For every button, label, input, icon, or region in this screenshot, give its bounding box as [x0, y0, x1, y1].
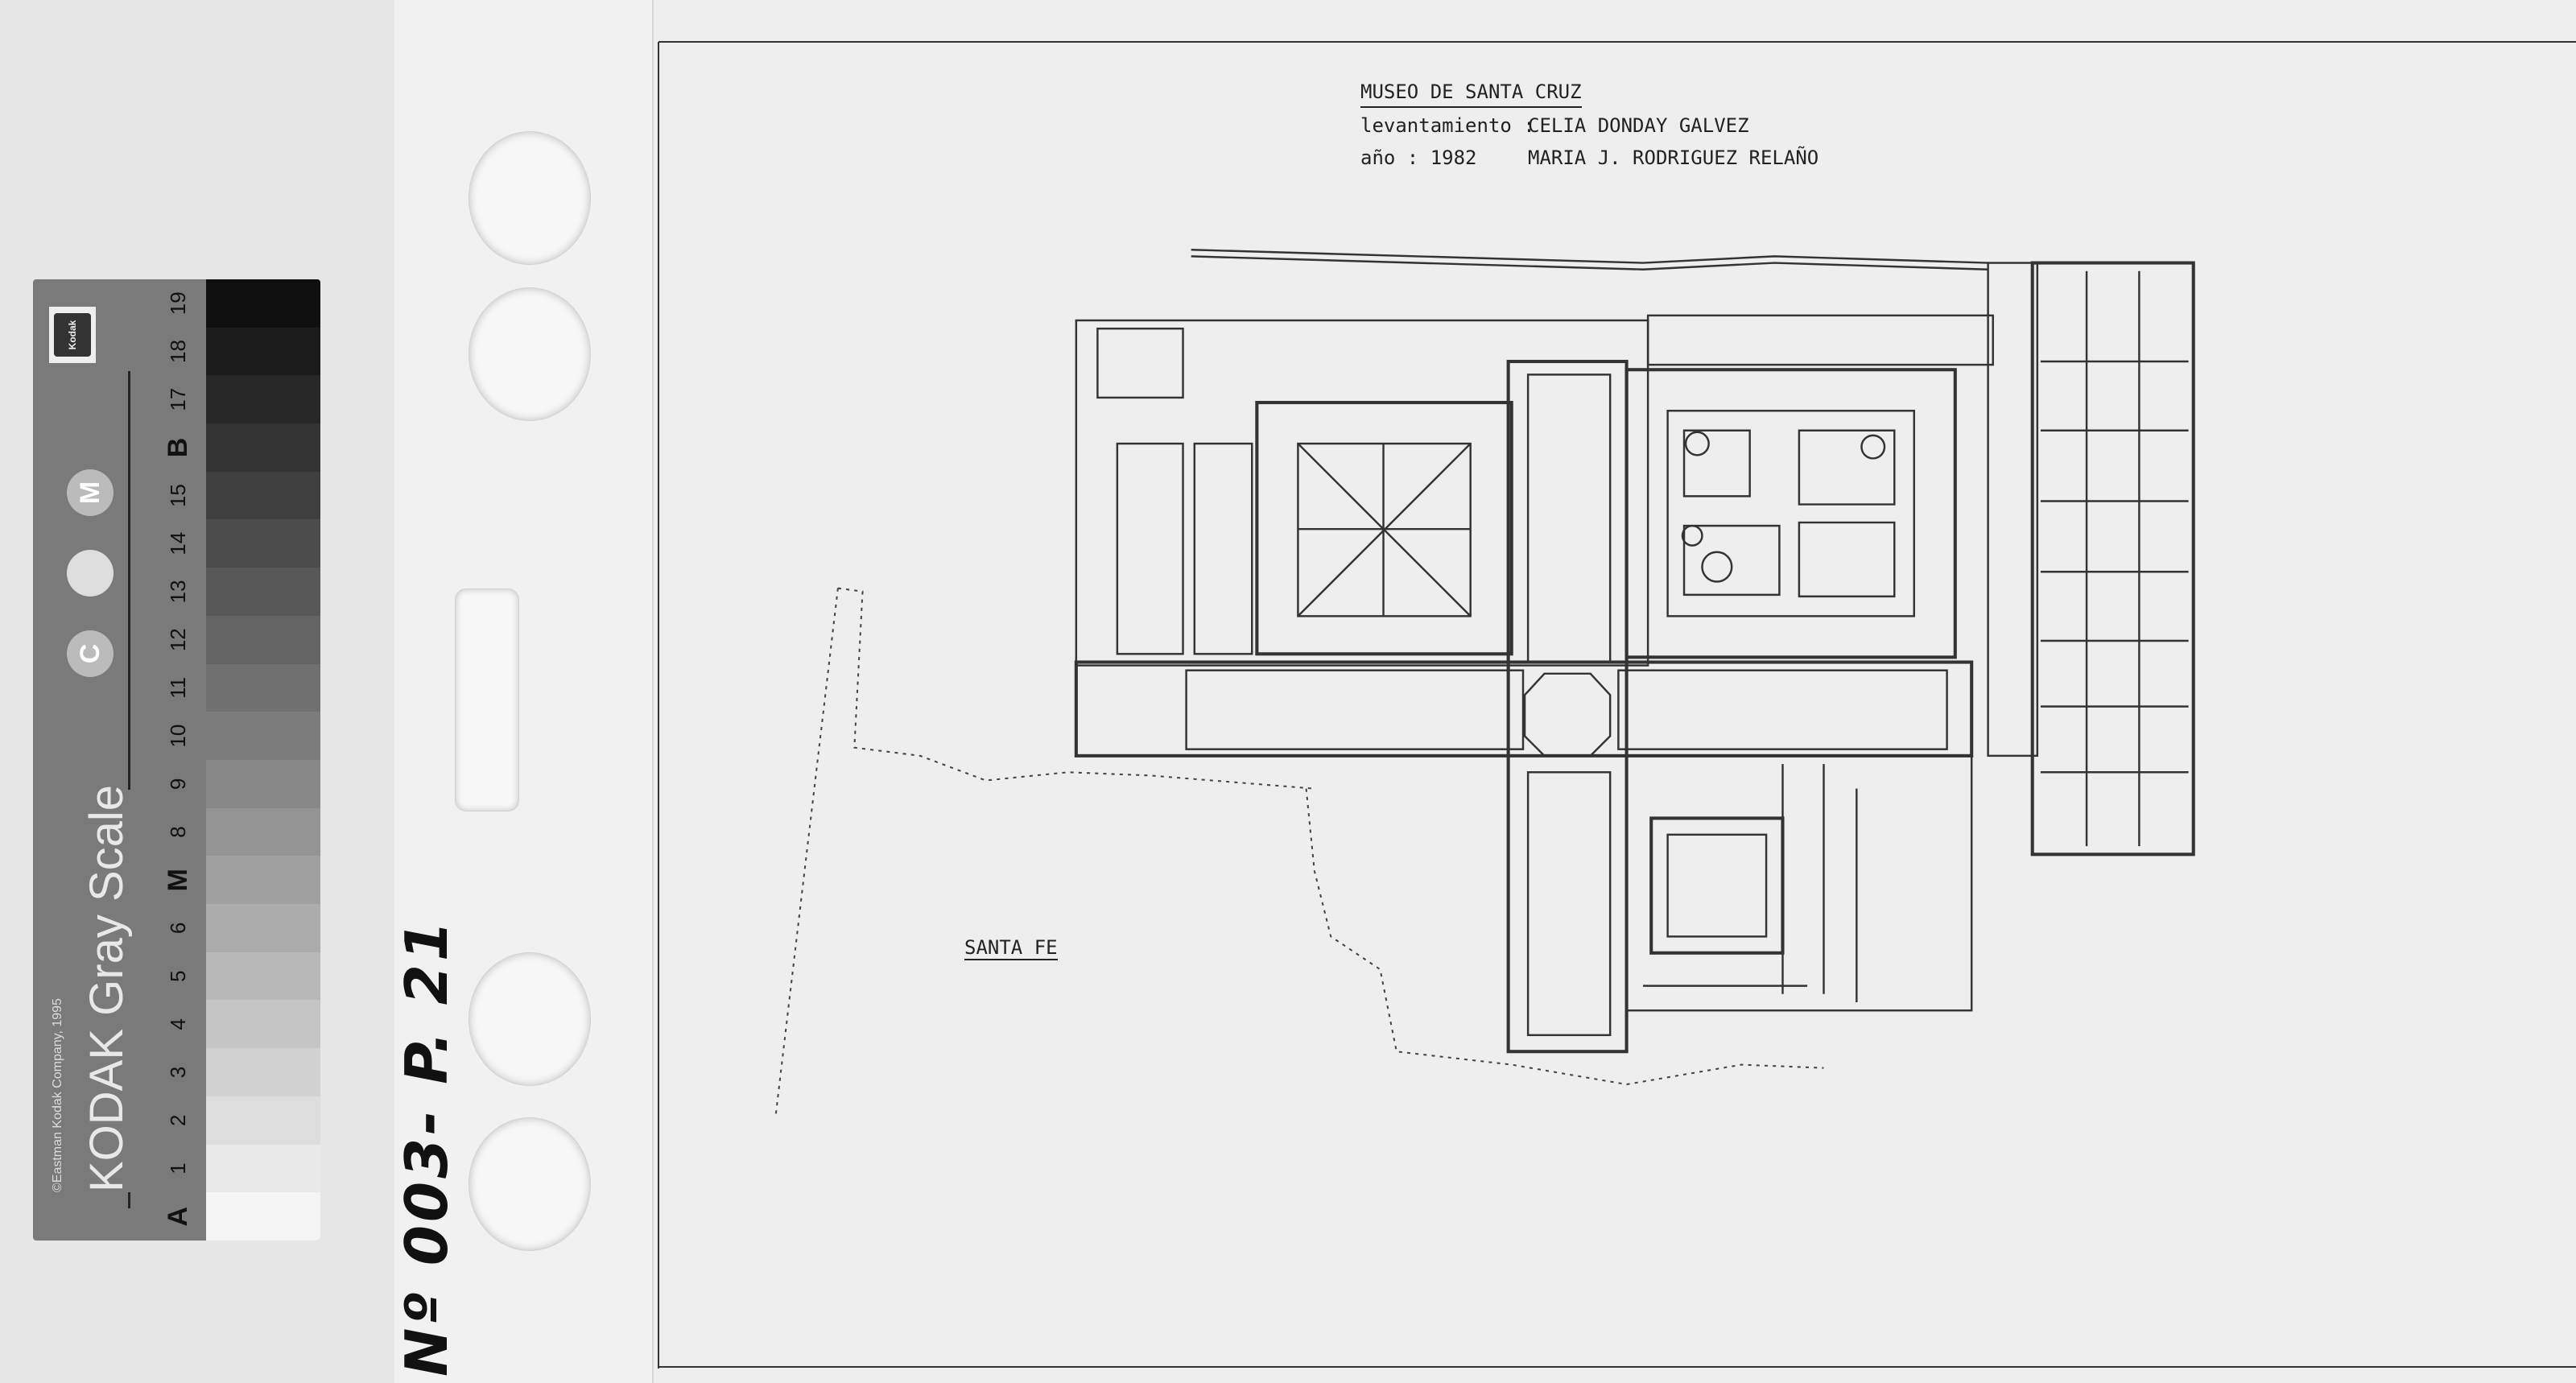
santa-fe-label: SANTA FE [964, 936, 1058, 960]
santa-fe-outline [774, 587, 1824, 1117]
punch-hole [469, 287, 591, 421]
survey-label: levantamiento : [1360, 114, 1535, 137]
punch-hole [469, 952, 591, 1086]
year-label: año : 1982 [1360, 147, 1477, 169]
author-2: MARIA J. RODRIGUEZ RELAÑO [1528, 147, 1819, 169]
punch-hole [469, 131, 591, 265]
kodak-gray-scale-card: ©Eastman Kodak Company, 1995 KODAK Gray … [33, 279, 320, 1241]
plan-drawing [1074, 249, 2195, 1054]
punch-hole [469, 1117, 591, 1251]
drawing-sheet [654, 0, 2576, 1383]
author-1: CELIA DONDAY GALVEZ [1528, 114, 1749, 137]
punch-slot [455, 588, 519, 811]
drawing-title: MUSEO DE SANTA CRUZ [1360, 81, 1582, 108]
